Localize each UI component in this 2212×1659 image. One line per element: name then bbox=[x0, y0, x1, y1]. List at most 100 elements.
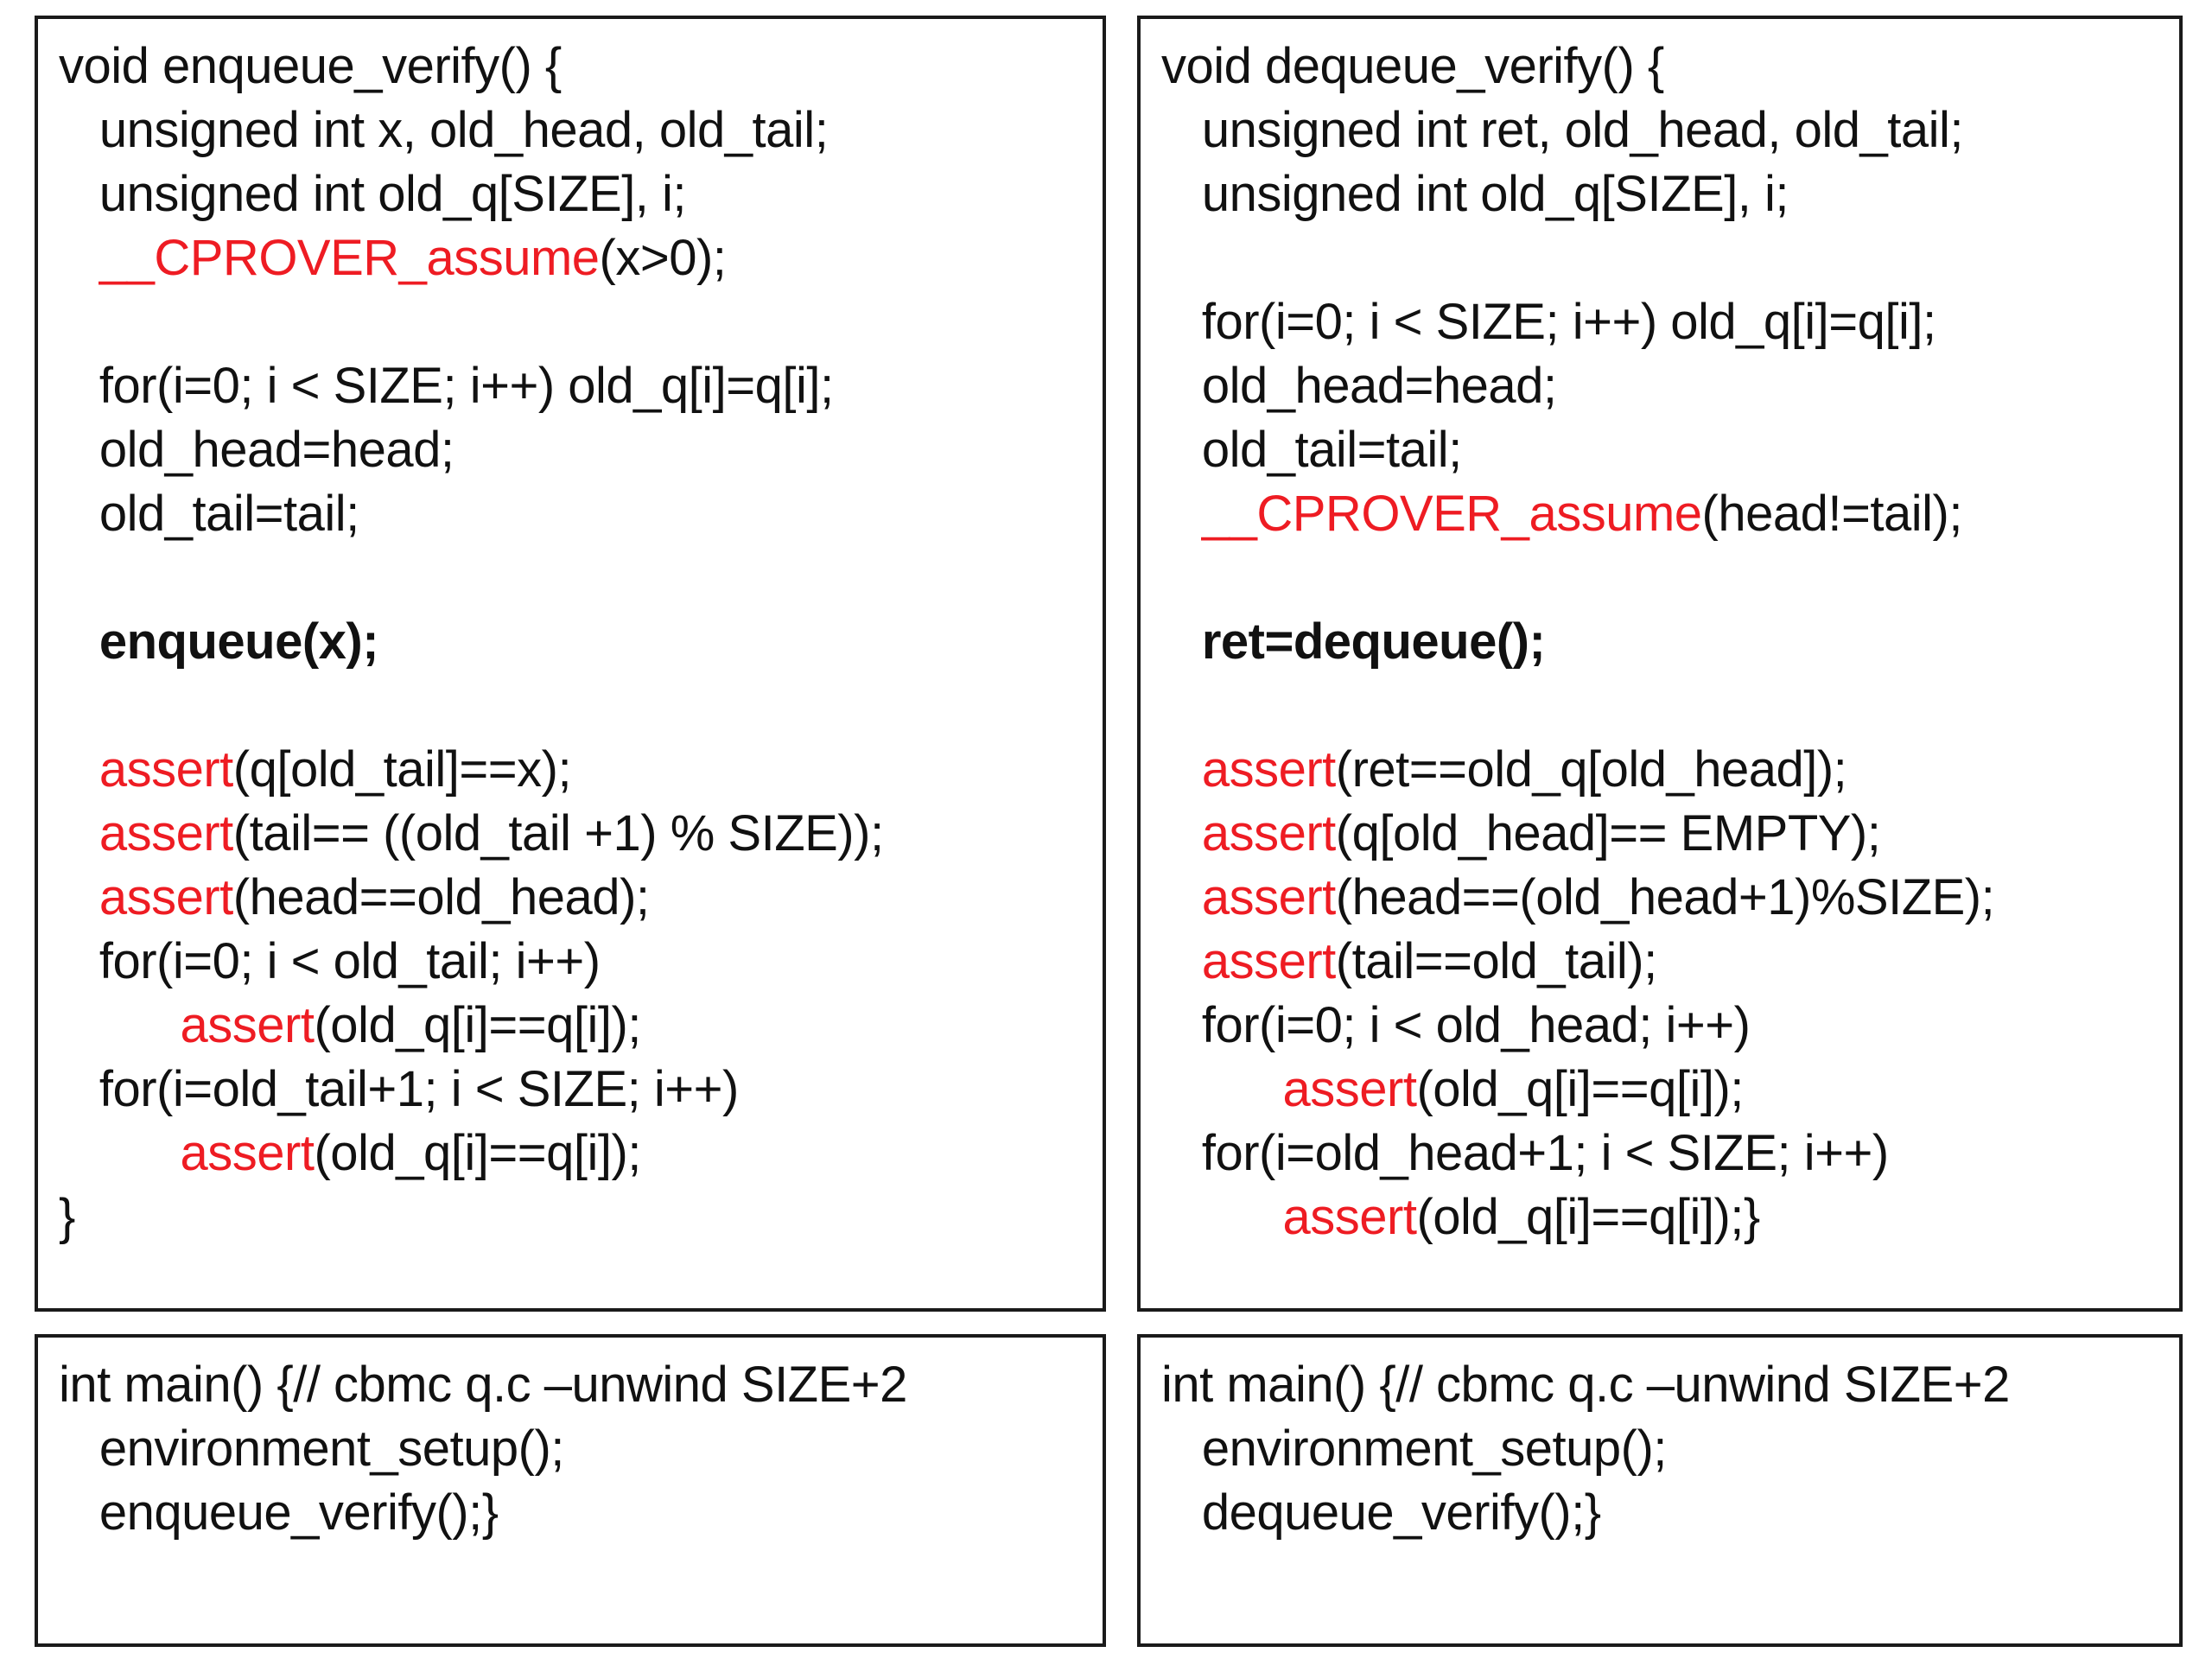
code-line: for(i=old_tail+1; i < SIZE; i++) bbox=[59, 1058, 1090, 1122]
code-line: __CPROVER_assume(head!=tail); bbox=[1161, 482, 2167, 546]
code-keyword: assert bbox=[1161, 741, 1336, 798]
code-keyword: assert bbox=[59, 741, 233, 798]
code-text: for(i=0; i < old_tail; i++) bbox=[59, 933, 601, 989]
code-line: environment_setup(); bbox=[1161, 1417, 2167, 1481]
code-text: enqueue(x); bbox=[59, 613, 379, 670]
dequeue-verify-code-box: void dequeue_verify() { unsigned int ret… bbox=[1137, 16, 2183, 1312]
code-keyword: assert bbox=[1161, 1061, 1417, 1117]
code-text: (head!=tail); bbox=[1701, 486, 1963, 542]
code-text: (q[old_tail]==x); bbox=[232, 741, 572, 798]
code-line: assert(old_q[i]==q[i]); bbox=[59, 1122, 1090, 1185]
code-text: (head==(old_head+1)%SIZE); bbox=[1335, 869, 1995, 925]
code-line bbox=[59, 546, 1090, 610]
left-column: void enqueue_verify() { unsigned int x, … bbox=[35, 16, 1106, 1647]
code-text: (old_q[i]==q[i]); bbox=[314, 1125, 641, 1181]
code-line: assert(q[old_head]== EMPTY); bbox=[1161, 802, 2167, 866]
code-line: enqueue(x); bbox=[59, 610, 1090, 674]
code-text: unsigned int old_q[SIZE], i; bbox=[1161, 166, 1789, 222]
code-line: assert(q[old_tail]==x); bbox=[59, 738, 1090, 802]
code-keyword: assert bbox=[59, 805, 233, 861]
code-line: unsigned int old_q[SIZE], i; bbox=[1161, 162, 2167, 226]
code-text: for(i=0; i < SIZE; i++) old_q[i]=q[i]; bbox=[59, 358, 834, 414]
code-text: enqueue_verify();} bbox=[59, 1484, 499, 1541]
code-line: int main() {// cbmc q.c –unwind SIZE+2 bbox=[59, 1353, 1090, 1417]
code-line: enqueue_verify();} bbox=[59, 1481, 1090, 1545]
code-line: assert(tail== ((old_tail +1) % SIZE)); bbox=[59, 802, 1090, 866]
code-line: assert(head==(old_head+1)%SIZE); bbox=[1161, 866, 2167, 930]
code-line: old_tail=tail; bbox=[59, 482, 1090, 546]
code-text: (x>0); bbox=[599, 230, 727, 286]
code-text: dequeue_verify();} bbox=[1161, 1484, 1601, 1541]
code-text: for(i=old_tail+1; i < SIZE; i++) bbox=[59, 1061, 739, 1117]
code-text: void enqueue_verify() { bbox=[59, 38, 562, 94]
enqueue-main-code-box: int main() {// cbmc q.c –unwind SIZE+2 e… bbox=[35, 1334, 1106, 1647]
code-text: (ret==old_q[old_head]); bbox=[1335, 741, 1847, 798]
code-text: int main() {// cbmc q.c –unwind SIZE+2 bbox=[59, 1357, 907, 1413]
code-line: assert(tail==old_tail); bbox=[1161, 930, 2167, 994]
code-text: (head==old_head); bbox=[232, 869, 650, 925]
code-line bbox=[59, 674, 1090, 738]
code-line: for(i=0; i < SIZE; i++) old_q[i]=q[i]; bbox=[59, 354, 1090, 418]
code-line: assert(old_q[i]==q[i]); bbox=[1161, 1058, 2167, 1122]
code-line: for(i=old_head+1; i < SIZE; i++) bbox=[1161, 1122, 2167, 1185]
code-keyword: assert bbox=[59, 997, 315, 1053]
code-keyword: __CPROVER_assume bbox=[1161, 486, 1702, 542]
code-line: for(i=0; i < old_head; i++) bbox=[1161, 994, 2167, 1058]
code-text: ret=dequeue(); bbox=[1161, 613, 1546, 670]
code-keyword: assert bbox=[1161, 869, 1336, 925]
code-line bbox=[59, 290, 1090, 354]
code-line: unsigned int x, old_head, old_tail; bbox=[59, 99, 1090, 162]
code-text: void dequeue_verify() { bbox=[1161, 38, 1664, 94]
code-line bbox=[1161, 546, 2167, 610]
code-keyword: assert bbox=[1161, 1189, 1417, 1245]
code-line: old_head=head; bbox=[1161, 354, 2167, 418]
code-line: environment_setup(); bbox=[59, 1417, 1090, 1481]
code-keyword: assert bbox=[59, 869, 233, 925]
code-line: assert(head==old_head); bbox=[59, 866, 1090, 930]
code-text: environment_setup(); bbox=[59, 1421, 565, 1477]
code-text: old_head=head; bbox=[1161, 358, 1557, 414]
code-line: unsigned int old_q[SIZE], i; bbox=[59, 162, 1090, 226]
code-line: assert(old_q[i]==q[i]); bbox=[59, 994, 1090, 1058]
code-text: old_tail=tail; bbox=[59, 486, 359, 542]
code-text: for(i=old_head+1; i < SIZE; i++) bbox=[1161, 1125, 1889, 1181]
code-line: } bbox=[59, 1185, 1090, 1249]
code-line: dequeue_verify();} bbox=[1161, 1481, 2167, 1545]
code-text: for(i=0; i < SIZE; i++) old_q[i]=q[i]; bbox=[1161, 294, 1936, 350]
code-keyword: assert bbox=[59, 1125, 315, 1181]
code-text: old_tail=tail; bbox=[1161, 422, 1462, 478]
code-line: void enqueue_verify() { bbox=[59, 35, 1090, 99]
right-column: void dequeue_verify() { unsigned int ret… bbox=[1137, 16, 2183, 1647]
dequeue-main-code-box: int main() {// cbmc q.c –unwind SIZE+2 e… bbox=[1137, 1334, 2183, 1647]
code-line: old_head=head; bbox=[59, 418, 1090, 482]
code-line: void dequeue_verify() { bbox=[1161, 35, 2167, 99]
code-text: (old_q[i]==q[i]);} bbox=[1416, 1189, 1760, 1245]
code-text: (old_q[i]==q[i]); bbox=[1416, 1061, 1744, 1117]
code-keyword: assert bbox=[1161, 933, 1336, 989]
code-text: int main() {// cbmc q.c –unwind SIZE+2 bbox=[1161, 1357, 2010, 1413]
code-text: (old_q[i]==q[i]); bbox=[314, 997, 641, 1053]
code-line: for(i=0; i < old_tail; i++) bbox=[59, 930, 1090, 994]
code-text: (tail== ((old_tail +1) % SIZE)); bbox=[232, 805, 884, 861]
code-keyword: __CPROVER_assume bbox=[59, 230, 600, 286]
code-line: unsigned int ret, old_head, old_tail; bbox=[1161, 99, 2167, 162]
code-line: ret=dequeue(); bbox=[1161, 610, 2167, 674]
code-text: (q[old_head]== EMPTY); bbox=[1335, 805, 1881, 861]
code-line: for(i=0; i < SIZE; i++) old_q[i]=q[i]; bbox=[1161, 290, 2167, 354]
code-keyword: assert bbox=[1161, 805, 1336, 861]
code-text: unsigned int ret, old_head, old_tail; bbox=[1161, 102, 1964, 158]
code-line: old_tail=tail; bbox=[1161, 418, 2167, 482]
code-line: __CPROVER_assume(x>0); bbox=[59, 226, 1090, 290]
code-text: old_head=head; bbox=[59, 422, 454, 478]
code-text: (tail==old_tail); bbox=[1335, 933, 1657, 989]
code-line: assert(old_q[i]==q[i]);} bbox=[1161, 1185, 2167, 1249]
code-text: for(i=0; i < old_head; i++) bbox=[1161, 997, 1751, 1053]
code-line: int main() {// cbmc q.c –unwind SIZE+2 bbox=[1161, 1353, 2167, 1417]
code-line: assert(ret==old_q[old_head]); bbox=[1161, 738, 2167, 802]
code-line bbox=[1161, 674, 2167, 738]
code-text: environment_setup(); bbox=[1161, 1421, 1668, 1477]
code-text: } bbox=[59, 1189, 75, 1245]
enqueue-verify-code-box: void enqueue_verify() { unsigned int x, … bbox=[35, 16, 1106, 1312]
code-line bbox=[1161, 226, 2167, 290]
